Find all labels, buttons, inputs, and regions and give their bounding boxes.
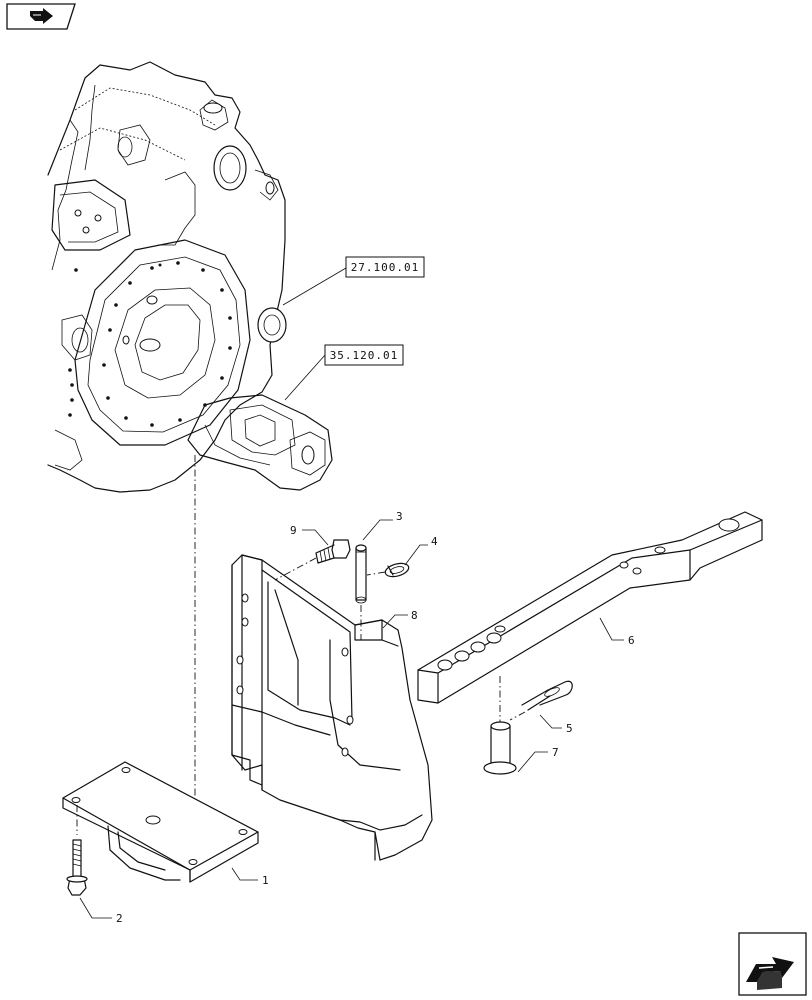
prev-page-button[interactable]	[5, 3, 77, 30]
callout-9: 9	[290, 524, 297, 537]
callout-8: 8	[411, 609, 418, 622]
mounting-bracket-part-8	[231, 554, 433, 861]
callout-1: 1	[262, 874, 269, 887]
pin-part-3	[355, 544, 367, 640]
bolt-part-9	[274, 539, 351, 581]
svg-text:27.100.01: 27.100.01	[351, 261, 420, 274]
callout-6: 6	[628, 634, 635, 647]
callout-3: 3	[396, 510, 403, 523]
lock-clip-part-4	[366, 562, 410, 578]
hitch-pin-part-7	[483, 676, 517, 775]
next-page-button[interactable]	[738, 932, 808, 996]
r-clip-part-5	[509, 680, 573, 721]
mounting-plate-part-1	[62, 761, 259, 883]
svg-text:35.120.01: 35.120.01	[330, 349, 399, 362]
callout-2: 2	[116, 912, 123, 925]
rear-axle-housing	[47, 61, 333, 493]
arrow-right-icon	[6, 3, 76, 30]
screw-part-2	[66, 839, 88, 896]
ref-27-100-01[interactable]: 27.100.01	[345, 256, 425, 278]
drawbar-part-6	[417, 511, 763, 704]
callout-7: 7	[552, 746, 559, 759]
leader-ref-35-120-01	[284, 354, 326, 401]
callout-5: 5	[566, 722, 573, 735]
callout-leaders	[79, 519, 624, 919]
ref-35-120-01[interactable]: 35.120.01	[324, 344, 404, 366]
leader-ref-27-100-01	[282, 267, 347, 306]
arrow-next-page-icon	[738, 932, 807, 996]
callout-4: 4	[431, 535, 438, 548]
